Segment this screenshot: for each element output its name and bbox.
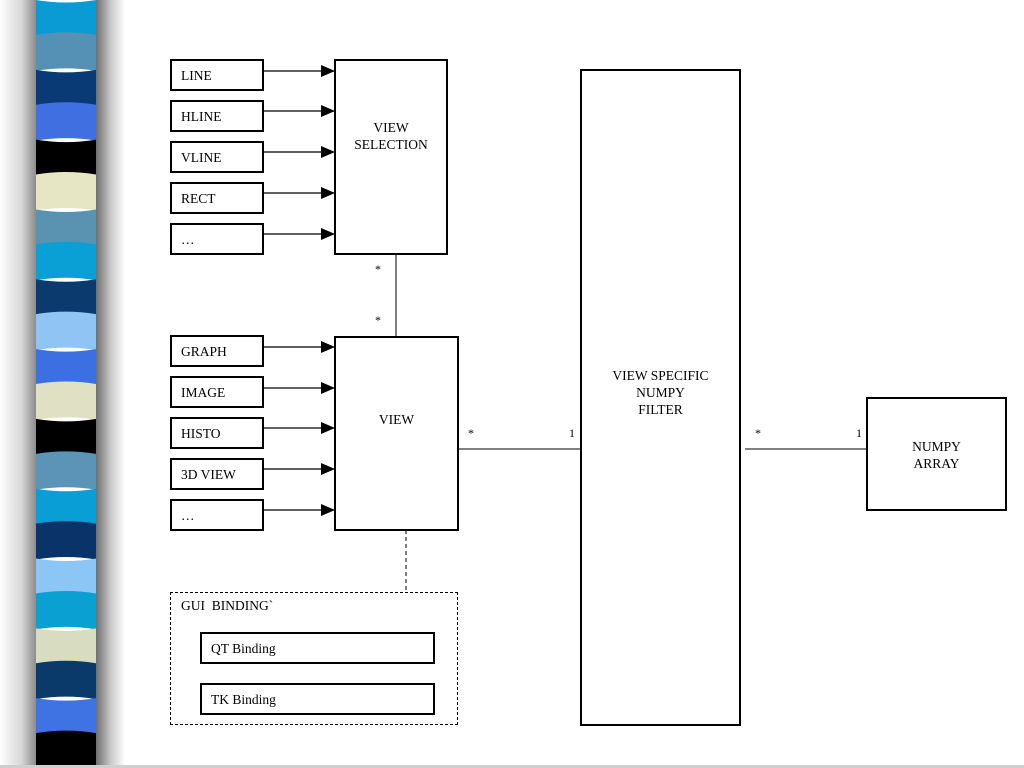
stripe-band — [36, 241, 96, 281]
stripe-band — [36, 349, 96, 388]
stripe-band — [36, 488, 96, 528]
view-type-label: 3D VIEW — [181, 466, 236, 482]
stripe-band — [36, 590, 96, 630]
stripe-band — [36, 521, 96, 560]
qt-binding-box: QT Binding — [200, 632, 435, 664]
stripe-band — [36, 381, 96, 420]
multiplicity-label: 1 — [856, 426, 862, 440]
view-type-box: HISTO — [170, 417, 264, 449]
stripe-band — [36, 209, 96, 248]
multiplicity-label: * — [468, 426, 474, 440]
selection-arrows — [264, 65, 335, 240]
view-type-label: … — [181, 507, 195, 523]
gui-binding-group — [170, 592, 458, 725]
view-type-arrows — [264, 341, 335, 516]
selection-shape-box: HLINE — [170, 100, 264, 132]
view-type-label: GRAPH — [181, 343, 227, 359]
selection-shape-box: VLINE — [170, 141, 264, 173]
view-type-label: IMAGE — [181, 384, 226, 400]
stripe-band — [36, 311, 96, 351]
view-type-box: GRAPH — [170, 335, 264, 367]
multiplicity-label: * — [375, 313, 381, 327]
selection-shape-label: VLINE — [181, 149, 222, 165]
bottom-divider — [0, 765, 1024, 768]
stripe-band — [36, 102, 96, 141]
view-selection-label: VIEW SELECTION — [354, 120, 428, 152]
stripe-band — [36, 660, 96, 700]
multiplicity-label: * — [375, 262, 381, 276]
decorative-stripe-bar — [0, 0, 125, 768]
selection-shape-box: RECT — [170, 182, 264, 214]
stripe-band — [36, 32, 96, 71]
stripe-band — [36, 172, 96, 211]
selection-shape-label: HLINE — [181, 108, 222, 124]
numpy-array-label: NUMPY ARRAY — [912, 439, 961, 471]
multiplicity-label: 1 — [569, 426, 575, 440]
selection-shape-label: LINE — [181, 67, 212, 83]
stripe-band — [36, 139, 96, 179]
view-specific-numpy-filter-box: VIEW SPECIFIC NUMPY FILTER — [580, 69, 741, 726]
view-type-box: IMAGE — [170, 376, 264, 408]
multiplicity-label: * — [755, 426, 761, 440]
selection-shape-label: RECT — [181, 190, 216, 206]
qt-binding-label: QT Binding — [211, 640, 276, 656]
stripe-band — [36, 730, 96, 768]
selection-shape-box: … — [170, 223, 264, 255]
stripe-band — [36, 0, 96, 39]
view-type-box: 3D VIEW — [170, 458, 264, 490]
view-type-box: … — [170, 499, 264, 531]
view-type-label: HISTO — [181, 425, 221, 441]
selection-shape-box: LINE — [170, 59, 264, 91]
tk-binding-box: TK Binding — [200, 683, 435, 715]
gui-binding-title: GUI BINDING` — [181, 598, 274, 613]
tk-binding-label: TK Binding — [211, 691, 276, 707]
stripe-band — [36, 69, 96, 109]
numpy-array-box: NUMPY ARRAY — [866, 397, 1007, 511]
view-label: VIEW — [378, 412, 415, 427]
stripe-band — [36, 279, 96, 318]
stripe-band — [36, 451, 96, 490]
filter-label: VIEW SPECIFIC NUMPY FILTER — [612, 368, 709, 417]
stripe-band — [36, 698, 96, 737]
stripe-band — [36, 558, 96, 597]
stripe-band — [36, 628, 96, 667]
view-box: VIEW — [334, 336, 459, 531]
selection-shape-label: … — [181, 231, 195, 247]
view-selection-box: VIEW SELECTION — [334, 59, 448, 255]
stripe-band — [36, 418, 96, 458]
